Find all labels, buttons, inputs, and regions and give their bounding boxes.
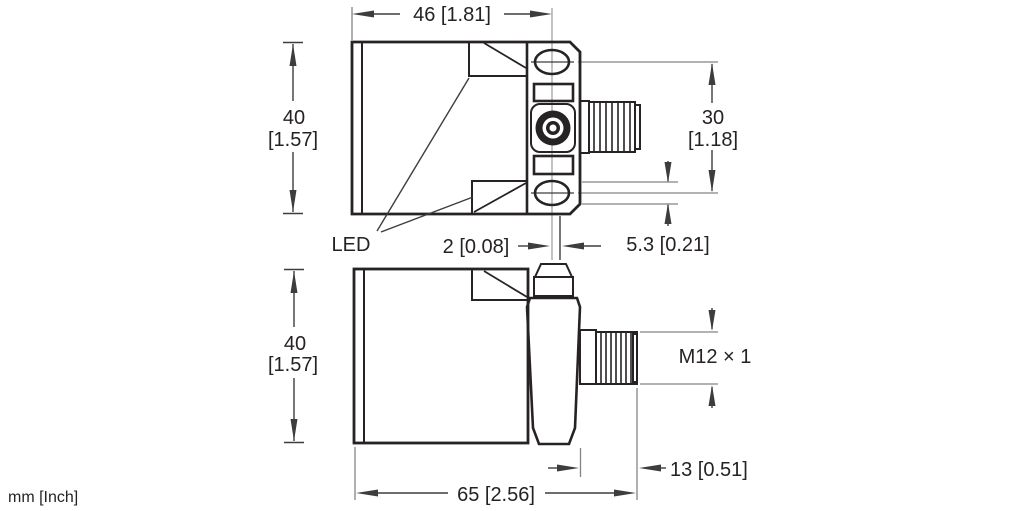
led-callout-line-bottom bbox=[380, 196, 474, 233]
side-window bbox=[471, 269, 528, 301]
dim-hole-diameter: 5.3 [0.21] bbox=[626, 161, 710, 256]
dim-connector-length-label: 13 [0.51] bbox=[670, 459, 748, 481]
side-body-outline bbox=[352, 267, 530, 445]
mounting-hole-bottom bbox=[533, 179, 571, 207]
dim-connector-length: 13 [0.51] bbox=[548, 459, 748, 481]
led-window-top-diagonal bbox=[483, 42, 527, 69]
dim-hole-diameter-label: 5.3 [0.21] bbox=[626, 234, 709, 256]
thread-end-front bbox=[634, 104, 641, 150]
dim-thread: M12 × 1 bbox=[679, 308, 752, 408]
front-body-outline bbox=[350, 40, 582, 216]
dim-hole-spacing-mm-label: 30 bbox=[702, 107, 724, 129]
mounting-hole-top bbox=[533, 48, 571, 76]
housing-knob-cap bbox=[533, 263, 574, 278]
led-label: LED bbox=[332, 234, 371, 256]
units-label: mm [Inch] bbox=[8, 489, 78, 506]
m12-face-center bbox=[549, 124, 557, 132]
thread-neck-side bbox=[579, 329, 597, 385]
dim-width-46: 46 [1.81] bbox=[352, 4, 552, 26]
led-window-top bbox=[468, 42, 527, 77]
dim-hole-spacing-in-label: [1.18] bbox=[688, 129, 738, 151]
led-window-bottom bbox=[471, 180, 527, 214]
dim-width-label: 46 [1.81] bbox=[413, 4, 491, 26]
connector-detail-bottom bbox=[532, 154, 575, 176]
side-window-diagonal bbox=[483, 270, 528, 298]
dim-hole-spacing-30: 30 [1.18] bbox=[688, 63, 738, 192]
thread-label: M12 × 1 bbox=[679, 346, 752, 368]
dim-height-in-label: [1.57] bbox=[268, 129, 318, 151]
dim-height-mm-label: 40 bbox=[283, 107, 305, 129]
dim-length-65: 65 [2.56] bbox=[356, 484, 636, 506]
dim-hole-offset-label: 2 [0.08] bbox=[443, 236, 510, 258]
led-window-bottom-diagonal bbox=[473, 182, 527, 213]
m12-connector-face bbox=[530, 103, 576, 153]
housing-knob-base bbox=[533, 276, 574, 297]
dim-height-40-side: 40 [1.57] bbox=[268, 268, 318, 444]
dim-height-40-front: 40 [1.57] bbox=[268, 41, 318, 215]
connector-housing bbox=[525, 296, 582, 446]
front-view: 46 [1.81] 40 [1.57] 30 [1.18] bbox=[268, 4, 738, 260]
thread-end-side bbox=[632, 333, 638, 383]
dim-side-height-mm-label: 40 bbox=[284, 333, 306, 355]
connector-detail-top bbox=[532, 82, 575, 103]
dim-side-height-in-label: [1.57] bbox=[268, 354, 318, 376]
led-callout-line-top bbox=[376, 77, 470, 232]
side-view: 40 [1.57] M12 × 1 13 [0.51] 65 [2.56] bbox=[268, 263, 752, 506]
dim-hole-offset: 2 [0.08] bbox=[443, 236, 601, 258]
dim-length-label: 65 [2.56] bbox=[457, 484, 535, 506]
